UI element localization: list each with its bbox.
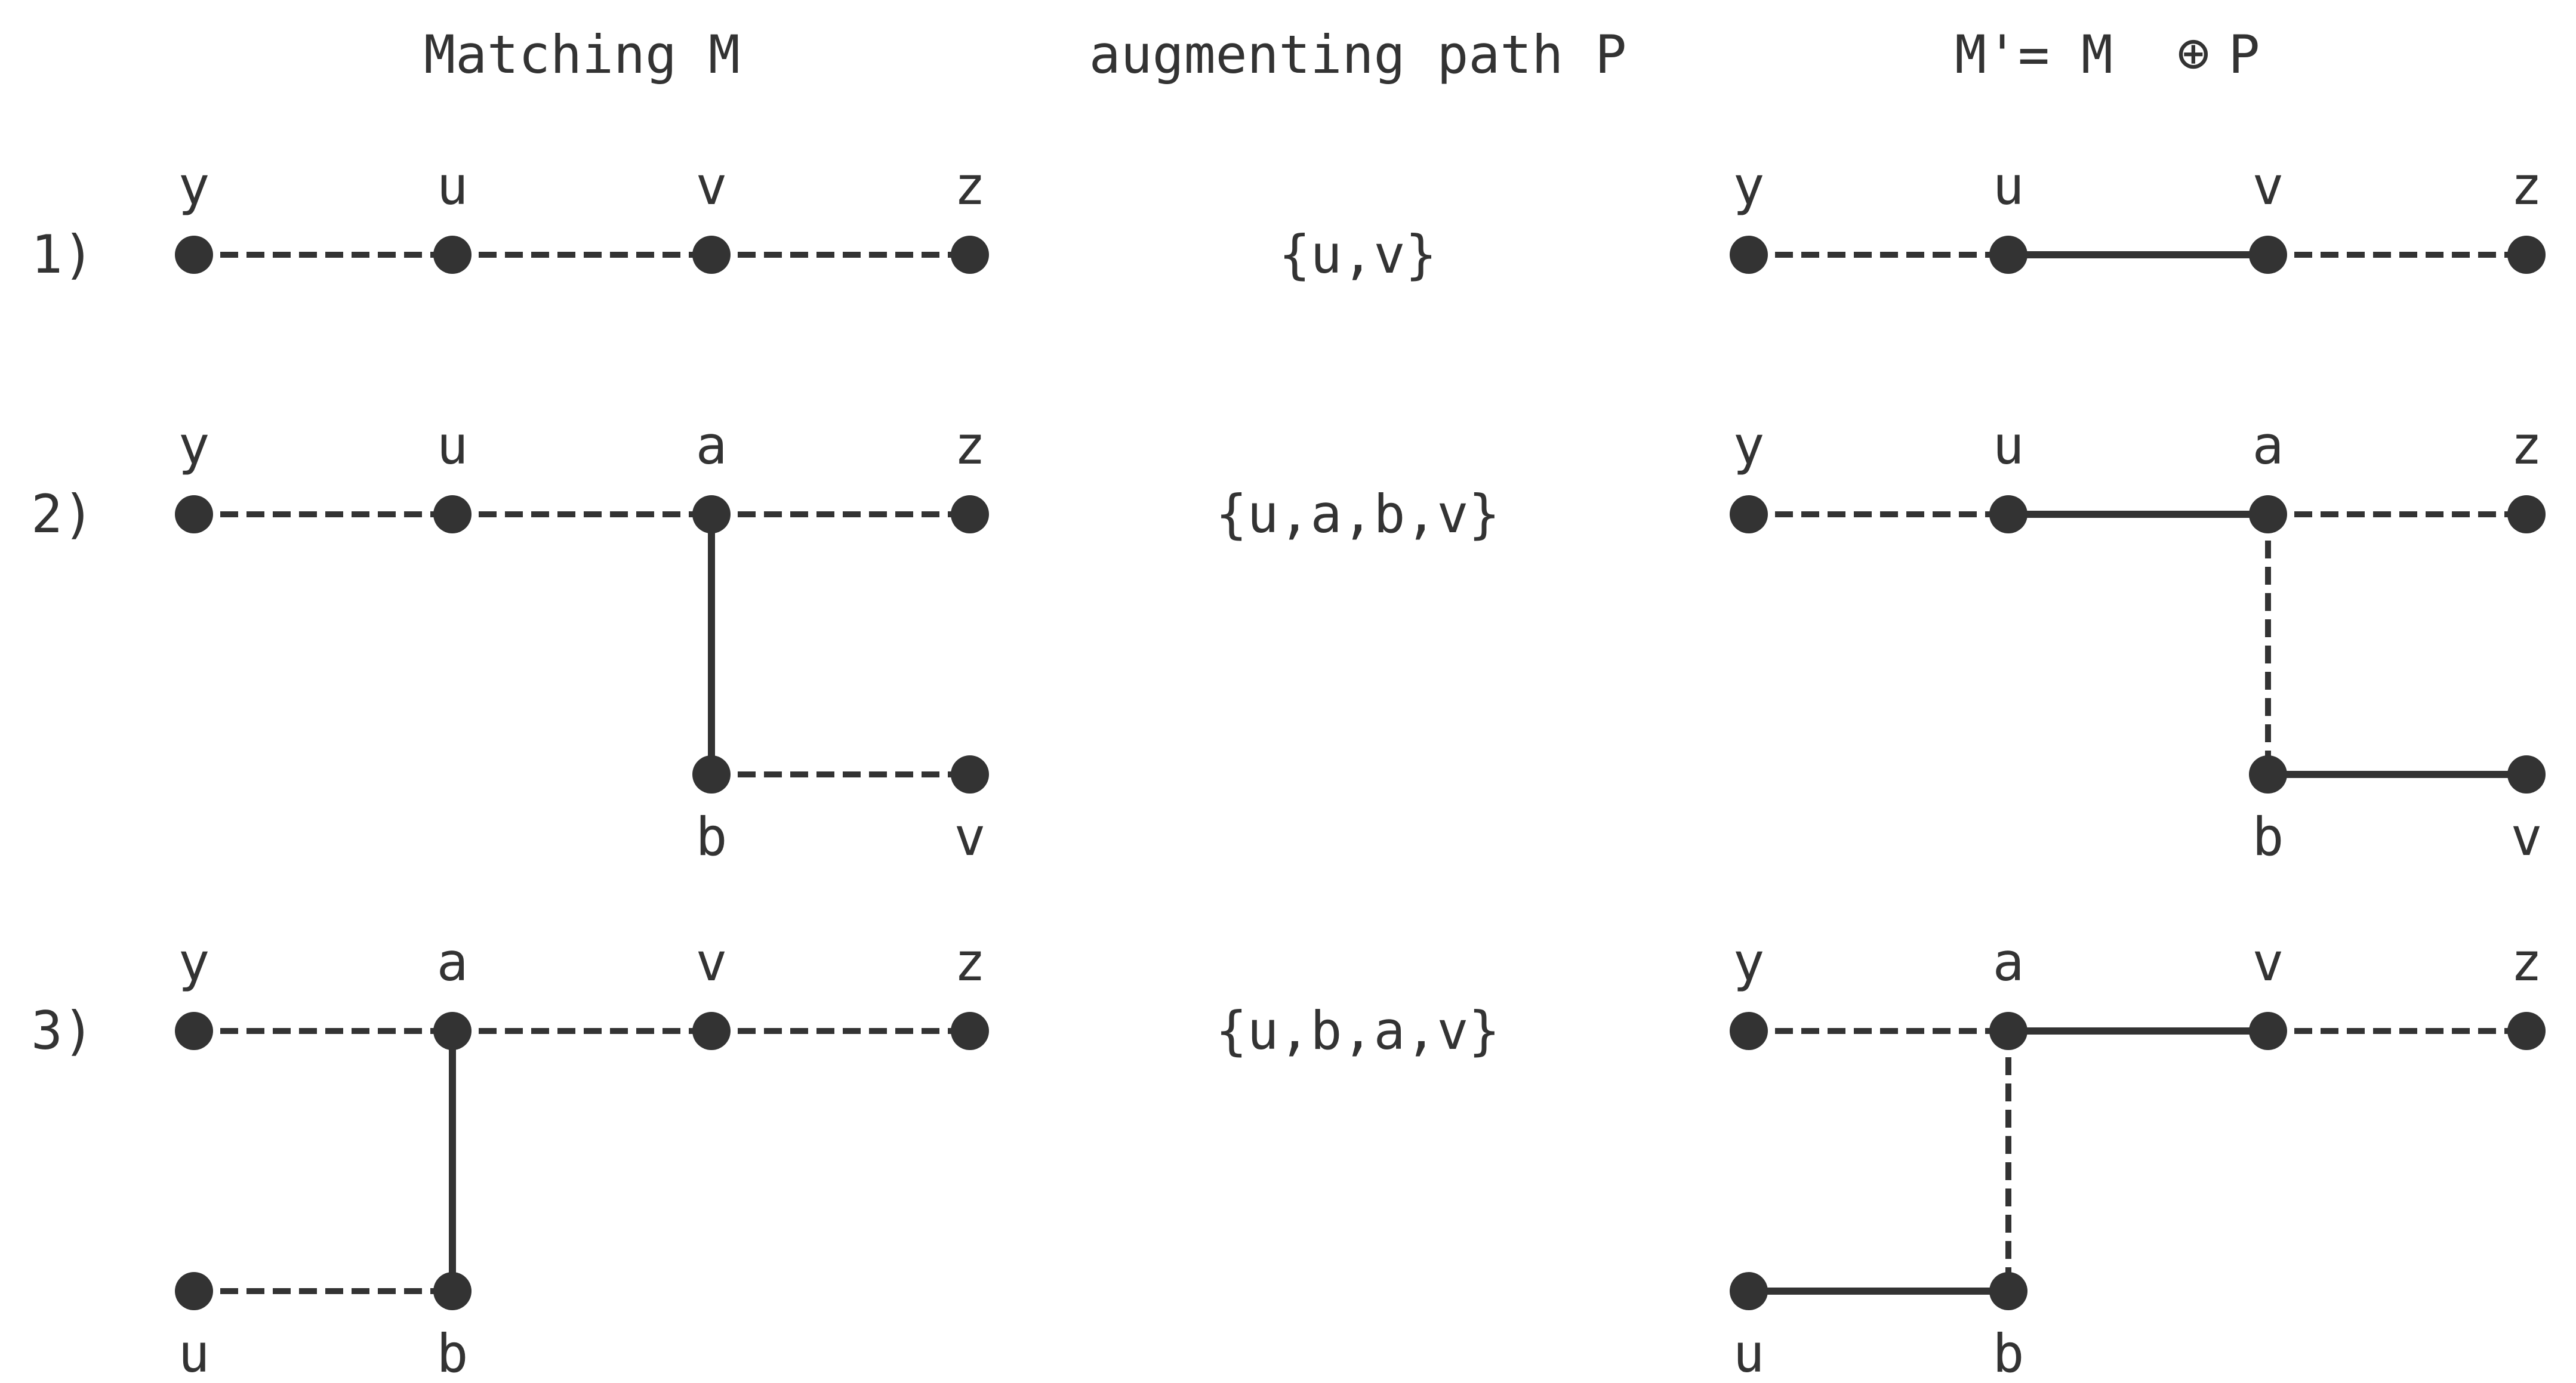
vertex-u (1989, 495, 2027, 533)
vertex-label-y: y (178, 415, 210, 476)
vertex-z (2507, 236, 2546, 274)
vertex-label-a: a (2253, 415, 2284, 476)
vertex-label-a: a (437, 931, 469, 993)
vertex-b (1989, 1272, 2027, 1310)
augmenting-path-text: {u,a,b,v} (1216, 483, 1500, 545)
vertex-v (951, 755, 989, 794)
vertex-label-v: v (696, 155, 728, 217)
vertex-label-u: u (1993, 415, 2025, 476)
header-augmenting-path: augmenting path P (1089, 24, 1627, 85)
vertex-label-b: b (2253, 806, 2284, 868)
vertex-u (433, 236, 472, 274)
augmenting-path-text: {u,v} (1279, 224, 1437, 285)
vertex-label-v: v (954, 806, 986, 868)
header-matching: Matching M (424, 24, 740, 85)
vertex-b (433, 1272, 472, 1310)
result-graph-3: y a v z u b (1730, 931, 2546, 1383)
header-result: M'= M ⊕ P (1955, 21, 2260, 85)
row-2: 2) {u,a,b,v} y u a z b v y u a z b v (31, 415, 2546, 868)
vertex-u (1730, 1272, 1768, 1310)
row-3: 3) {u,b,a,v} y a v z u b y a v z u b (31, 931, 2546, 1383)
vertex-label-b: b (437, 1323, 469, 1383)
vertex-y (175, 236, 213, 274)
vertex-label-z: z (2511, 931, 2543, 993)
vertex-y (175, 1012, 213, 1050)
vertex-label-z: z (954, 415, 986, 476)
vertex-b (692, 755, 731, 794)
vertex-a (433, 1012, 472, 1050)
matching-graph-3: y a v z u b (175, 931, 989, 1383)
vertex-z (951, 236, 989, 274)
header-result-text: M'= M (1955, 24, 2113, 85)
vertex-b (2249, 755, 2287, 794)
row-1: 1) {u,v} y u v z y u v z (31, 155, 2546, 285)
vertex-z (2507, 1012, 2546, 1050)
vertex-label-u: u (178, 1323, 210, 1383)
vertex-z (2507, 495, 2546, 533)
vertex-label-a: a (1993, 931, 2025, 993)
vertex-y (1730, 495, 1768, 533)
vertex-label-y: y (178, 155, 210, 217)
row-label: 1) (31, 224, 94, 285)
vertex-label-v: v (696, 931, 728, 993)
vertex-label-v: v (2253, 931, 2284, 993)
vertex-y (1730, 236, 1768, 274)
vertex-label-u: u (437, 155, 469, 217)
vertex-z (951, 495, 989, 533)
vertex-label-b: b (1993, 1323, 2025, 1383)
vertex-label-z: z (2511, 415, 2543, 476)
vertex-u (1989, 236, 2027, 274)
row-label: 3) (31, 1000, 94, 1061)
vertex-v (2249, 236, 2287, 274)
vertex-label-y: y (178, 931, 210, 993)
vertex-label-u: u (1993, 155, 2025, 217)
header-result-oplus: ⊕ (2177, 21, 2210, 85)
augmenting-path-text: {u,b,a,v} (1216, 1000, 1500, 1061)
vertex-v (2249, 1012, 2287, 1050)
vertex-label-y: y (1733, 415, 1765, 476)
vertex-z (951, 1012, 989, 1050)
vertex-label-z: z (2511, 155, 2543, 217)
vertex-v (692, 236, 731, 274)
vertex-label-y: y (1733, 931, 1765, 993)
vertex-y (175, 495, 213, 533)
vertex-label-z: z (954, 155, 986, 217)
vertex-u (433, 495, 472, 533)
vertex-a (1989, 1012, 2027, 1050)
vertex-a (2249, 495, 2287, 533)
vertex-label-v: v (2253, 155, 2284, 217)
vertex-label-a: a (696, 415, 728, 476)
vertex-label-u: u (437, 415, 469, 476)
vertex-label-y: y (1733, 155, 1765, 217)
vertex-y (1730, 1012, 1768, 1050)
vertex-label-z: z (954, 931, 986, 993)
result-graph-2: y u a z b v (1730, 415, 2546, 868)
vertex-label-v: v (2511, 806, 2543, 868)
matching-graph-2: y u a z b v (175, 415, 989, 868)
vertex-label-u: u (1733, 1323, 1765, 1383)
vertex-a (692, 495, 731, 533)
header-result-p: P (2229, 24, 2260, 85)
vertex-label-b: b (696, 806, 728, 868)
vertex-u (175, 1272, 213, 1310)
vertex-v (2507, 755, 2546, 794)
row-label: 2) (31, 483, 94, 545)
vertex-v (692, 1012, 731, 1050)
